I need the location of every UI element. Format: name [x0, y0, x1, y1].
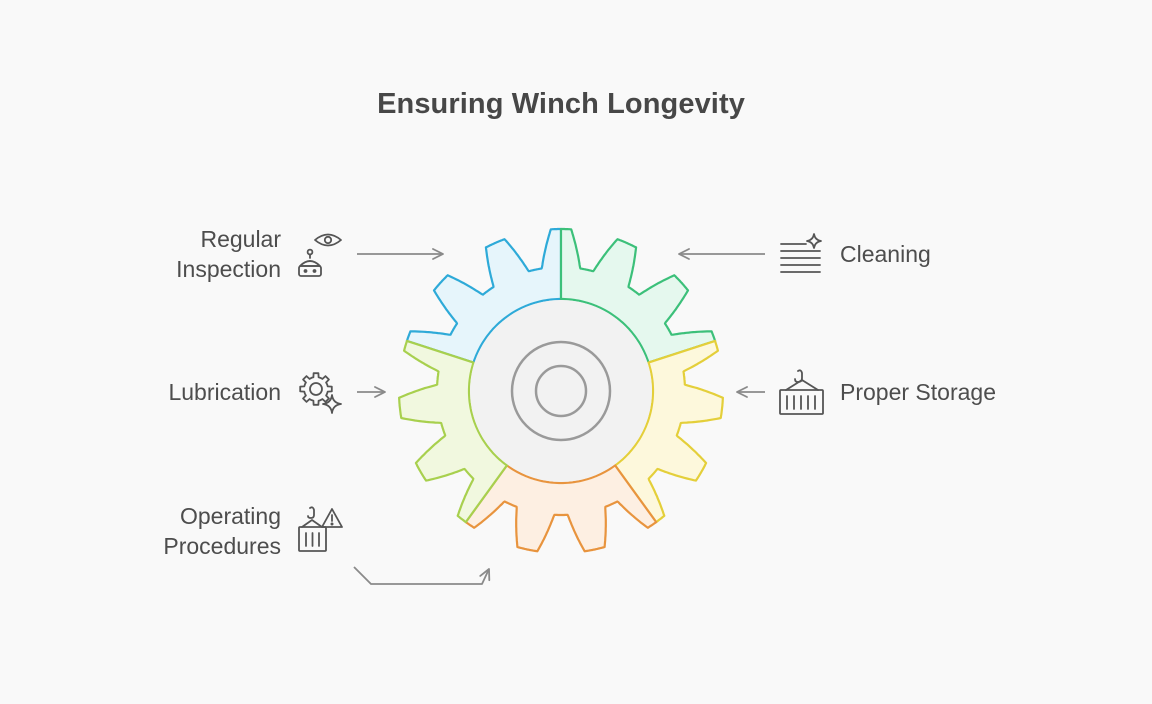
label-line: Lubrication [168, 379, 281, 405]
label-line: Procedures [163, 533, 281, 559]
label-regular-inspection: Regular Inspection [176, 224, 281, 284]
gear-segment-lubrication [398, 339, 508, 524]
label-line: Inspection [176, 256, 281, 282]
label-line: Proper Storage [840, 379, 996, 405]
gear-hub [470, 300, 652, 482]
robot-eye-icon [298, 233, 342, 277]
gear-segment-proper-storage [614, 339, 724, 524]
label-lubrication: Lubrication [168, 377, 281, 407]
gear-segments [398, 227, 724, 553]
label-cleaning: Cleaning [840, 239, 931, 269]
arrow-operating-procedures [353, 566, 491, 585]
label-line: Cleaning [840, 241, 931, 267]
label-operating-procedures: Operating Procedures [163, 501, 281, 561]
gear-sparkle-icon [299, 372, 342, 414]
diagram-title: Ensuring Winch Longevity [377, 88, 745, 120]
crane-warning-icon [298, 506, 343, 552]
label-line: Operating [179, 503, 281, 529]
gear-hub-inner-ring [534, 364, 588, 418]
gear-segment-cleaning [559, 227, 717, 364]
crane-container-icon [779, 369, 824, 415]
gear-segment-operating-procedures [464, 464, 658, 553]
gear-segment-regular-inspection [405, 227, 563, 364]
lines-sparkle-icon [780, 233, 822, 273]
label-proper-storage: Proper Storage [840, 377, 996, 407]
gear-hub-outer-ring [510, 340, 612, 442]
label-line: Regular [200, 226, 281, 252]
